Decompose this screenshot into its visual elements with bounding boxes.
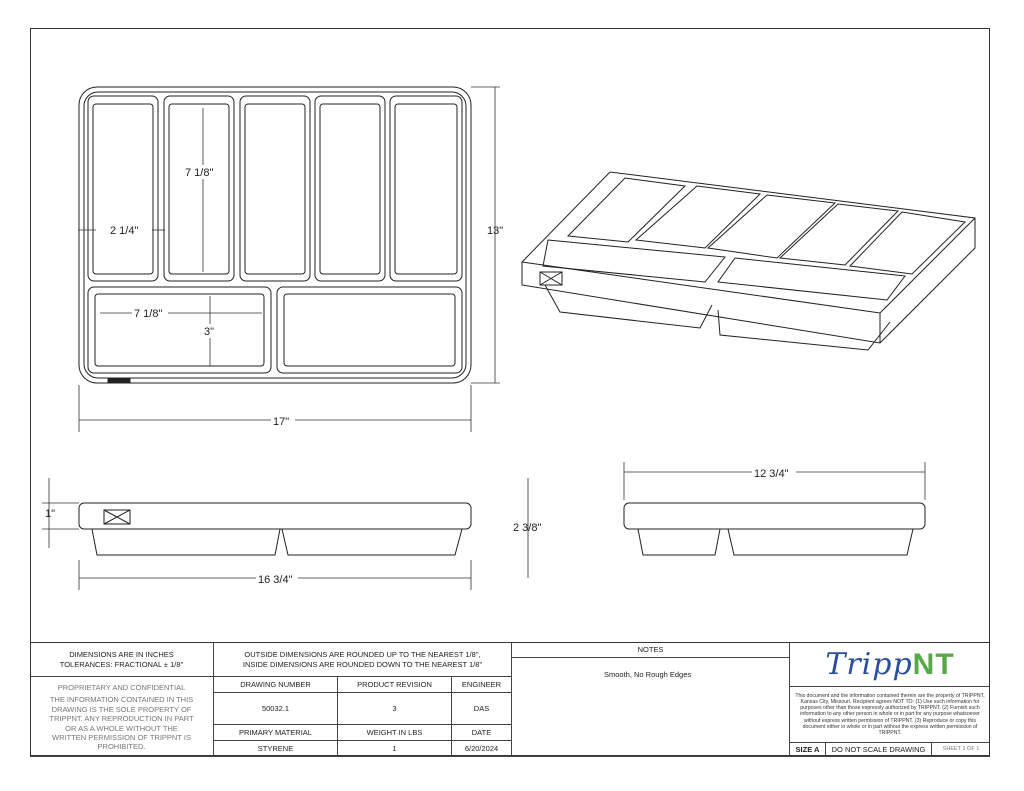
logo-text-tripp: Tripp [825,646,913,682]
dim-end-width: 12 3/4" [754,468,789,480]
date-label: DATE [452,725,512,741]
primary-material-label: PRIMARY MATERIAL [214,725,338,741]
dim-top-compartment-width: 2 1/4" [110,225,138,237]
isometric-view [521,171,976,351]
title-block: DIMENSIONS ARE IN INCHES TOLERANCES: FRA… [30,642,990,757]
tolerance-text: TOLERANCES: FRACTIONAL ± 1/8" [59,659,184,669]
notes-header: NOTES [512,643,790,658]
units-text: DIMENSIONS ARE IN INCHES [69,650,174,660]
units-cell: DIMENSIONS ARE IN INCHES TOLERANCES: FRA… [30,643,214,677]
proprietary-header: PROPRIETARY AND CONFIDENTIAL [57,683,186,692]
logo-wordmark: TrippNT [825,646,954,684]
logo-text-nt: NT [912,647,955,681]
top-view [78,86,472,384]
dim-bottom-compartment-width: 3" [204,326,214,338]
drawing-number-label: DRAWING NUMBER [214,677,338,693]
dim-overall-height: 13" [487,225,503,237]
proprietary-text: THE INFORMATION CONTAINED IN THIS DRAWIN… [49,695,194,752]
rounding-text-2: INSIDE DIMENSIONS ARE ROUNDED DOWN TO TH… [242,659,483,669]
do-not-scale: DO NOT SCALE DRAWING [826,743,932,757]
product-revision-label: PRODUCT REVISION [338,677,452,693]
dim-overall-length: 17" [273,416,289,428]
primary-material: STYRENE [214,741,338,757]
engineer: DAS [452,693,512,725]
technical-drawing: 7 1/8" 2 1/4" 7 1/8" 3" 13" 17" 1" 16 3/… [42,86,976,590]
rounding-text-1: OUTSIDE DIMENSIONS ARE ROUNDED UP TO THE… [244,650,481,660]
size-label: SIZE A [790,743,826,757]
notes-text: Smooth, No Rough Edges [512,658,790,757]
weight: 1 [338,741,452,757]
dim-top-compartment-length: 7 1/8" [185,167,213,179]
date: 6/20/2024 [452,741,512,757]
dimension-labels: 7 1/8" 2 1/4" 7 1/8" 3" 13" 17" 1" 16 3/… [45,165,796,586]
dim-total-height: 2 3/8" [513,522,541,534]
drawing-number: 50032.1 [214,693,338,725]
rounding-cell: OUTSIDE DIMENSIONS ARE ROUNDED UP TO THE… [214,643,512,677]
side-view [78,502,472,556]
legal-notice: This document and the information contai… [790,687,990,743]
proprietary-cell: PROPRIETARY AND CONFIDENTIAL THE INFORMA… [30,677,214,757]
drawing-frame [30,28,990,756]
dim-side-depth: 1" [45,508,55,520]
weight-label: WEIGHT IN LBS [338,725,452,741]
product-revision: 3 [338,693,452,725]
engineer-label: ENGINEER [452,677,512,693]
end-view [623,502,926,556]
dim-bottom-compartment-length: 7 1/8" [134,308,162,320]
company-logo: TrippNT [790,643,990,687]
sheet-number: SHEET 1 OF 1 [932,743,990,757]
dim-side-overall-length: 16 3/4" [258,574,293,586]
